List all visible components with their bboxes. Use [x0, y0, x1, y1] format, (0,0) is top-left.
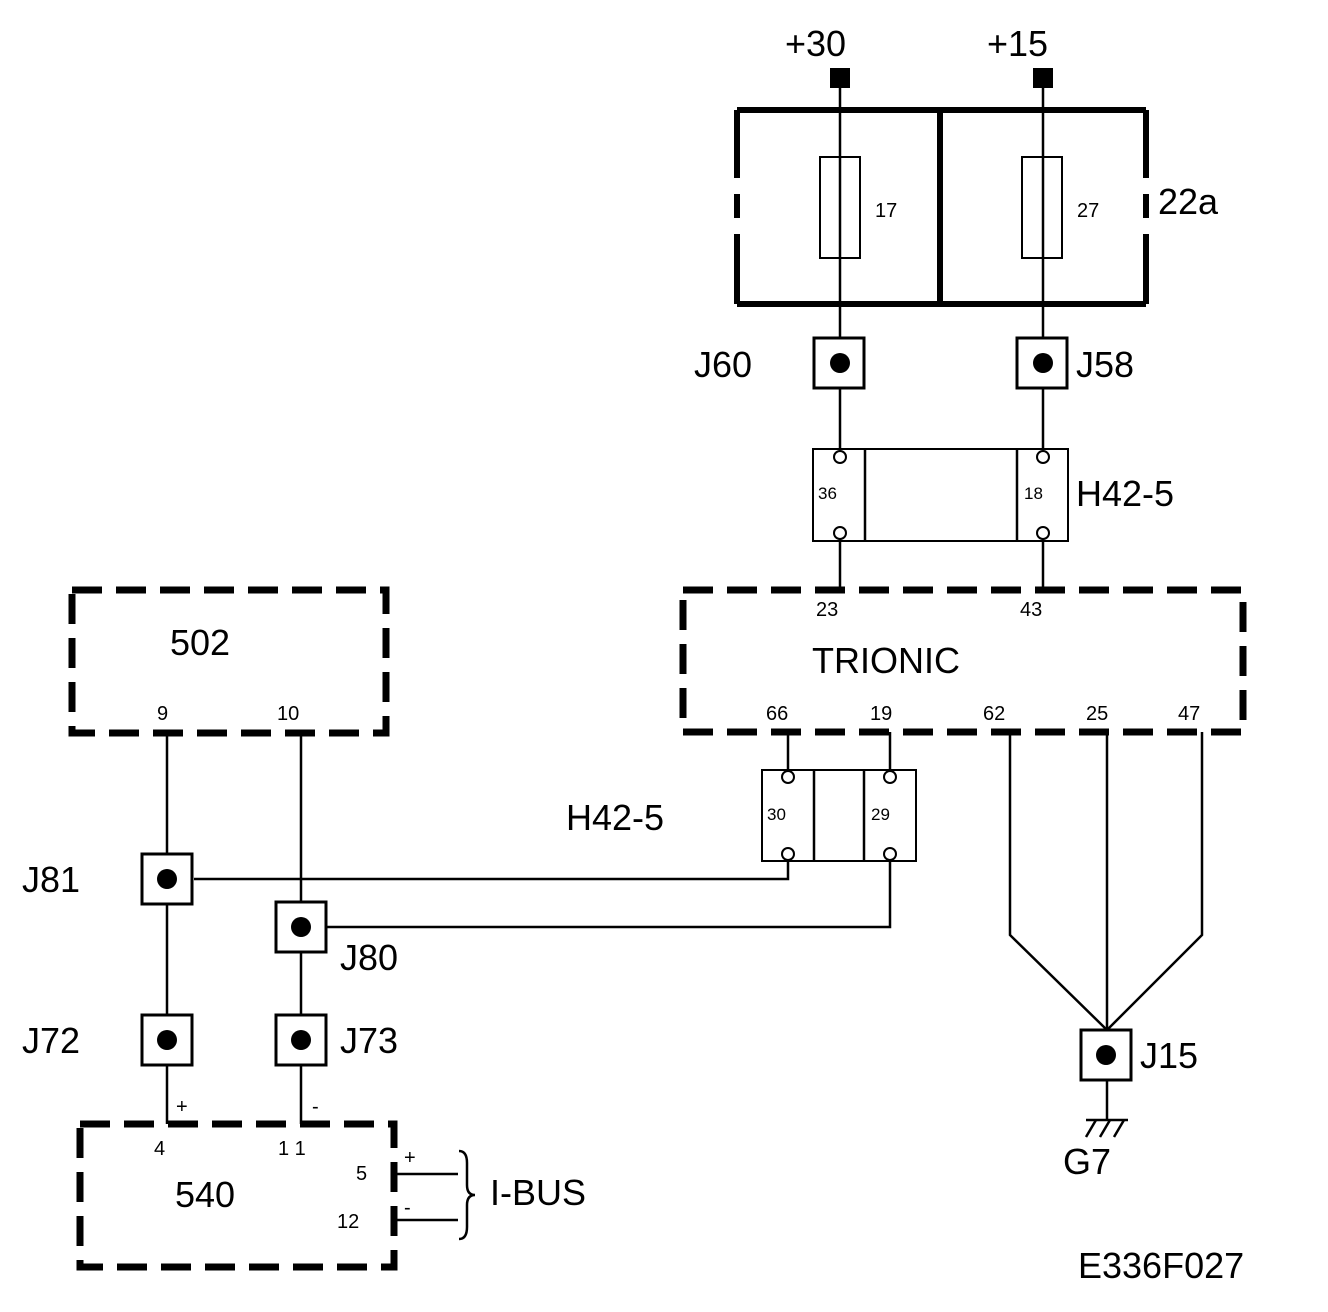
junction-j81-dot — [157, 869, 177, 889]
fuse-27-label: 27 — [1077, 200, 1099, 222]
unit-540-plus-mark: + — [176, 1096, 188, 1118]
fusebox-label: 22a — [1158, 181, 1219, 222]
unit-502-pin-9: 9 — [157, 703, 168, 725]
trionic-label: TRIONIC — [812, 640, 960, 681]
junction-j81-label: J81 — [22, 859, 80, 900]
wire-j81-pin30 — [194, 860, 790, 881]
ibus-minus-mark: - — [404, 1197, 411, 1219]
trionic-pin-25: 25 — [1086, 703, 1108, 725]
junction-j80-dot — [291, 917, 311, 937]
unit-540-label: 540 — [175, 1174, 235, 1215]
trionic-pin-62: 62 — [983, 703, 1005, 725]
junction-j58-label: J58 — [1076, 344, 1134, 385]
unit-540-pin-11: 1 1 — [278, 1138, 306, 1160]
trionic-pin-47: 47 — [1178, 703, 1200, 725]
ibus-label: I-BUS — [490, 1172, 586, 1213]
unit-540-pin-12: 12 — [337, 1211, 359, 1233]
unit-502-pin-10: 10 — [277, 703, 299, 725]
unit-540-box — [76, 1120, 398, 1271]
connector-h42-5-mid — [761, 769, 917, 862]
supply-plus15-terminal — [1033, 68, 1053, 88]
junction-j15-dot — [1096, 1045, 1116, 1065]
junction-j73-label: J73 — [340, 1020, 398, 1061]
unit-502-label: 502 — [170, 622, 230, 663]
trionic-pin-43: 43 — [1020, 599, 1042, 621]
junction-j72-dot — [157, 1030, 177, 1050]
fuse-17-label: 17 — [875, 200, 897, 222]
junction-j80-label: J80 — [340, 937, 398, 978]
wire-trionic-47 — [1106, 732, 1204, 1031]
trionic-pin-66: 66 — [766, 703, 788, 725]
connector-top-pin-18: 18 — [1024, 484, 1043, 503]
connector-mid-pin-30: 30 — [767, 805, 786, 824]
ibus-plus-mark: + — [404, 1147, 416, 1169]
trionic-pin-19: 19 — [870, 703, 892, 725]
junction-j58-dot — [1033, 353, 1053, 373]
ground-label: G7 — [1063, 1141, 1111, 1182]
fusebox-22a — [734, 107, 1149, 307]
junction-j60-dot — [830, 353, 850, 373]
supply-plus30-terminal — [830, 68, 850, 88]
junction-j60-label: J60 — [694, 344, 752, 385]
wire-trionic-62 — [1008, 732, 1108, 1031]
unit-540-pin-4: 4 — [154, 1138, 165, 1160]
trionic-box — [679, 586, 1247, 736]
supply-plus15-label: +15 — [987, 23, 1048, 64]
supply-plus30-label: +30 — [785, 23, 846, 64]
unit-540-minus-mark: - — [312, 1096, 319, 1118]
unit-502-box — [68, 586, 390, 737]
connector-top-pin-36: 36 — [818, 484, 837, 503]
trionic-pin-23: 23 — [816, 599, 838, 621]
ibus-brace — [458, 1149, 476, 1241]
junction-j73-dot — [291, 1030, 311, 1050]
connector-mid-label: H42-5 — [566, 797, 664, 838]
unit-540-pin-5: 5 — [356, 1163, 367, 1185]
connector-h42-5-top — [812, 448, 1069, 542]
junction-j72-label: J72 — [22, 1020, 80, 1061]
junction-j15-label: J15 — [1140, 1035, 1198, 1076]
connector-mid-pin-29: 29 — [871, 805, 890, 824]
drawing-id: E336F027 — [1078, 1245, 1244, 1286]
ground-symbol — [1084, 1118, 1128, 1138]
connector-top-label: H42-5 — [1076, 473, 1174, 514]
wire-j80-pin29 — [327, 860, 892, 929]
